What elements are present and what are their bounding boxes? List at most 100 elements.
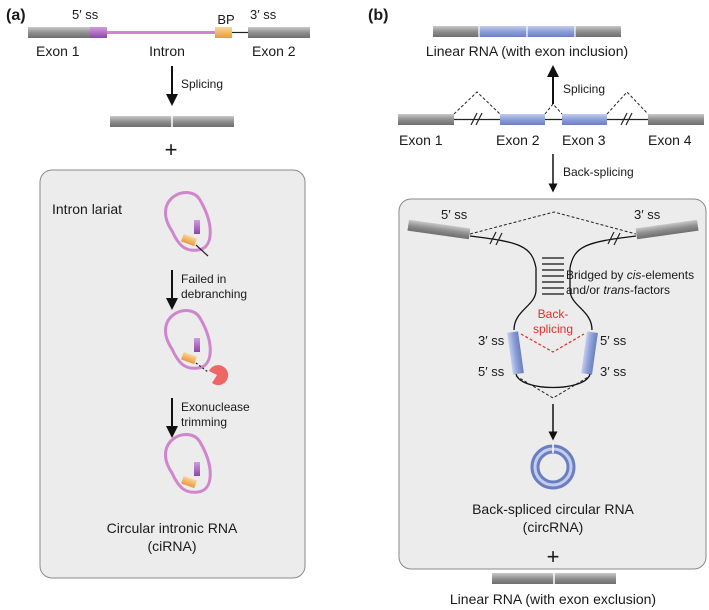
lariat-5ss <box>194 338 200 352</box>
lariat-loop <box>164 191 212 252</box>
splicing-b-label: Splicing <box>563 82 605 96</box>
splicing-label: Splicing <box>181 77 223 91</box>
failed-line1: Failed in <box>181 272 226 286</box>
lariat-loop <box>164 309 212 370</box>
bridged-cis: cis <box>627 268 642 282</box>
inc-exon3 <box>527 26 575 37</box>
circrna-label-line2: (circRNA) <box>523 519 584 535</box>
bridged-line1: Bridged by cis-elements <box>566 268 694 282</box>
panel-a-label: (a) <box>6 7 26 24</box>
exon3-vertical <box>581 331 598 375</box>
upstream-exon <box>407 219 471 240</box>
exonuclease-line2: trimming <box>181 415 227 429</box>
splice-dash-2 <box>544 103 563 115</box>
exc-exon4 <box>554 573 616 584</box>
plus-sign-a: + <box>165 137 178 162</box>
bottom-dash <box>515 375 591 399</box>
lariat-5ss <box>194 220 200 234</box>
back-splicing-label: Back-splicing <box>563 165 634 179</box>
circrna-label-line1: Back-spliced circular RNA <box>472 501 634 517</box>
panel-a-pre-mrna <box>28 27 310 38</box>
lariat-tail-dashed <box>195 362 209 373</box>
bridged-line2: and/or trans-factors <box>566 283 670 297</box>
break-mark <box>613 232 621 246</box>
cirna-label-line1: Circular intronic RNA <box>107 520 238 536</box>
cirna-bp <box>181 475 197 489</box>
panel-b-pre-mrna <box>398 91 704 126</box>
break-mark <box>620 112 628 126</box>
exon2-vertical <box>507 331 524 375</box>
intron-lariat-label: Intron lariat <box>52 201 122 217</box>
b-exon3-label: Exon 3 <box>562 132 606 148</box>
bottom-intron-loop <box>515 373 591 389</box>
cirna-5ss <box>194 462 200 476</box>
ciRNA-box <box>39 169 306 579</box>
andor-suffix: -factors <box>630 283 670 297</box>
right-intron <box>569 235 637 331</box>
three-ss-label: 3′ ss <box>250 7 277 22</box>
exon1-bar <box>28 27 90 38</box>
inc-exon2 <box>479 26 527 37</box>
left-three-ss-label: 3′ ss <box>478 333 505 348</box>
pre-exon2 <box>500 114 545 125</box>
exc-exon1 <box>492 573 554 584</box>
cirna-label-line2: (ciRNA) <box>148 538 197 554</box>
linear-inclusion-label: Linear RNA (with exon inclusion) <box>426 43 628 59</box>
break-mark <box>607 231 615 245</box>
lariat-tail <box>195 244 209 257</box>
pre-exon1 <box>398 114 454 125</box>
andor-trans: trans <box>603 283 630 297</box>
bridged-suffix: -elements <box>641 268 694 282</box>
intron-label: Intron <box>149 43 185 59</box>
bridged-prefix: Bridged by <box>566 268 627 282</box>
pre-exon3 <box>562 114 607 125</box>
back-splice-dash <box>520 333 585 353</box>
box-three-ss-label: 3′ ss <box>634 207 661 222</box>
exon2-bar <box>248 27 310 38</box>
linear-inclusion-rna <box>433 26 621 37</box>
bp-marker <box>215 27 232 38</box>
downstream-exon <box>635 219 699 240</box>
back-splicing-red-line2: splicing <box>533 322 573 336</box>
pre-exon4 <box>648 114 704 125</box>
exon2-label: Exon 2 <box>252 43 296 59</box>
andor-prefix: and/or <box>566 283 603 297</box>
bp-label: BP <box>217 12 234 27</box>
failed-line2: debranching <box>181 287 247 301</box>
lariat-2 <box>164 309 229 386</box>
splice-dash-1 <box>453 91 501 115</box>
linear-exclusion-label: Linear RNA (with exon exclusion) <box>450 591 656 607</box>
five-ss-label: 5′ ss <box>72 7 99 22</box>
five-ss-marker <box>90 27 107 38</box>
left-intron <box>469 235 537 331</box>
lariat-1 <box>164 191 212 257</box>
b-exon2-label: Exon 2 <box>496 132 540 148</box>
right-three-ss-label: 3′ ss <box>600 364 627 379</box>
lariat-bp <box>181 233 197 247</box>
spliced-exon1 <box>110 116 172 127</box>
circrna-ring <box>530 444 576 490</box>
break-mark <box>495 232 503 246</box>
inc-exon1 <box>433 26 479 37</box>
panel-b-label: (b) <box>368 7 388 24</box>
top-dash <box>469 211 637 235</box>
b-exon1-label: Exon 1 <box>399 132 443 148</box>
exon1-label: Exon 1 <box>36 43 80 59</box>
spliced-mrna <box>110 116 234 127</box>
back-splicing-red-line1: Back- <box>538 307 569 321</box>
cirna-loop <box>164 433 212 494</box>
lariat-bp <box>181 351 197 365</box>
exonuclease-pacman <box>209 365 229 386</box>
circrna-box <box>398 198 707 570</box>
spliced-exon2 <box>172 116 234 127</box>
break-mark <box>475 112 483 126</box>
left-five-ss-label: 5′ ss <box>478 364 505 379</box>
break-mark <box>470 112 478 126</box>
back-splicing-hairpin <box>407 211 699 399</box>
cirna-circle <box>164 433 212 494</box>
linear-exclusion-rna <box>492 573 616 584</box>
box-five-ss-label: 5′ ss <box>441 207 468 222</box>
break-mark <box>489 231 497 245</box>
splice-dash-3 <box>606 91 649 115</box>
